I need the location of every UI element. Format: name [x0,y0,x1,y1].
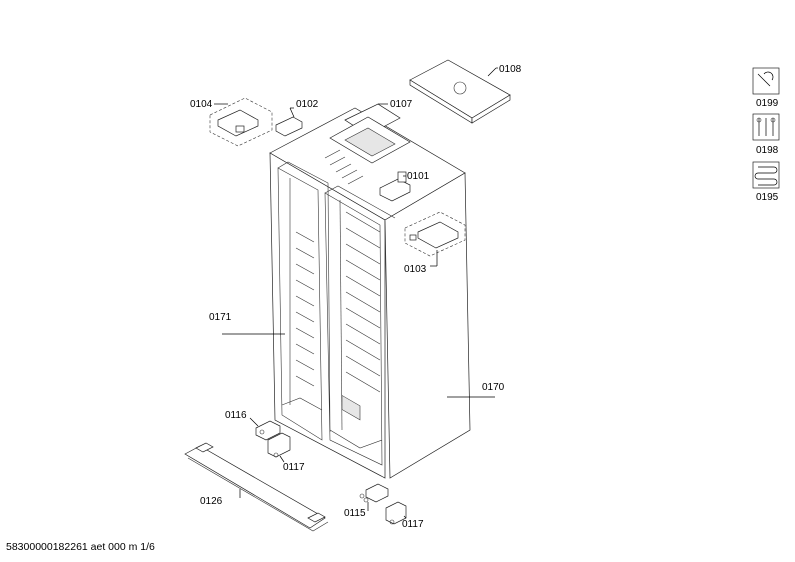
part-0116-foot [249,417,281,441]
part-0101-bracket [379,171,411,202]
part-0104-hinge [209,97,273,147]
legend-label-0195: 0195 [756,192,779,203]
label-0117-right: 0117 [402,519,424,530]
label-0170: 0170 [482,382,505,393]
label-0101: 0101 [407,171,430,182]
part-0115-foot [359,483,389,511]
legend-0199[interactable]: 0199 [752,67,780,109]
heating-coil-icon [752,161,780,189]
label-0126: 0126 [200,496,223,507]
label-0117-left: 0117 [283,462,305,473]
part-0126-base-rail [184,442,329,532]
label-0107: 0107 [390,99,413,110]
label-0103: 0103 [404,264,427,275]
part-0108-cover [409,59,511,124]
wrench-icon [752,67,780,95]
label-0115: 0115 [344,508,366,519]
label-0102: 0102 [296,99,319,110]
label-0171: 0171 [209,312,232,323]
label-0108: 0108 [499,64,522,75]
legend-label-0199: 0199 [756,98,779,109]
part-0107-module [329,103,411,164]
part-0117-left-foot [267,432,291,463]
part-0103-hinge [404,211,466,267]
document-id: 58300000182261 aet 000 m 1/6 [6,541,155,553]
legend-0198[interactable]: 0198 [752,113,780,156]
legend-label-0198: 0198 [756,145,779,156]
legend-0195[interactable]: 0195 [752,161,780,203]
part-0117-right-foot [385,501,407,525]
label-0116: 0116 [225,410,247,421]
part-0102-bracket [275,107,303,137]
refrigerator-cabinet [269,107,471,479]
label-0104: 0104 [190,99,213,110]
